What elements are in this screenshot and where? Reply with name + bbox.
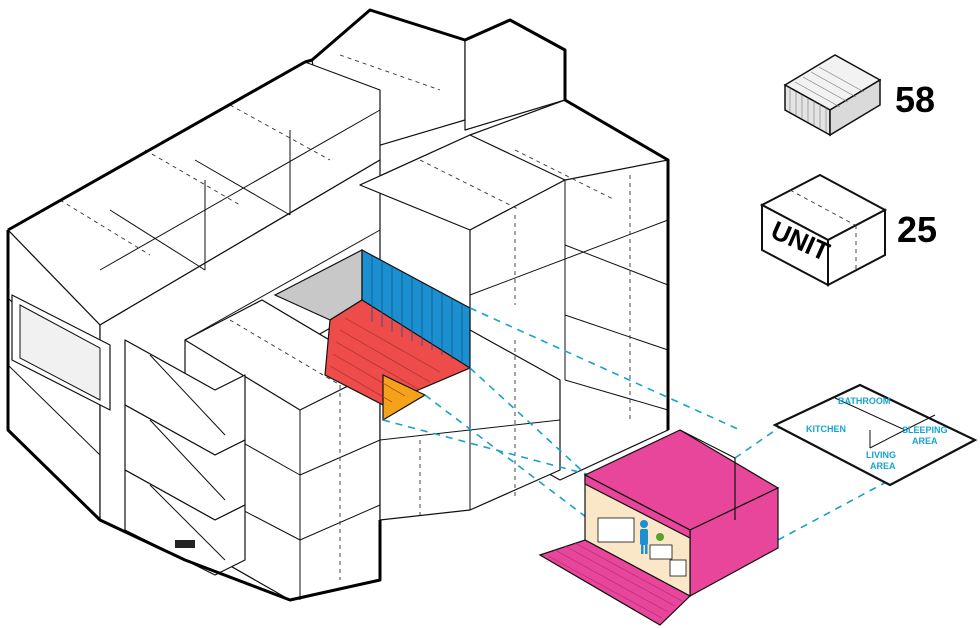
plant bbox=[656, 533, 664, 541]
person-icon bbox=[640, 520, 648, 554]
container-stack-building bbox=[6, 8, 670, 602]
unit-count: 25 bbox=[897, 209, 937, 250]
magenta-container-unit bbox=[538, 429, 780, 626]
module-yellow bbox=[382, 374, 427, 422]
highlighted-unit-modules bbox=[273, 248, 472, 422]
legend-unit: UNIT 25 bbox=[759, 173, 937, 287]
unit-floor-plan: BATHROOM KITCHEN SLEEPING AREA LIVING AR… bbox=[772, 383, 978, 487]
container-count: 58 bbox=[895, 79, 935, 120]
legend-container: 58 bbox=[783, 54, 935, 137]
room-bathroom: BATHROOM bbox=[838, 396, 890, 406]
room-living: LIVING bbox=[866, 450, 896, 460]
container-seams bbox=[59, 54, 631, 580]
module-red-ribs bbox=[329, 317, 441, 403]
room-living-area: AREA bbox=[870, 461, 896, 471]
table bbox=[669, 559, 687, 577]
building-outline-bottom bbox=[6, 230, 382, 602]
unit-beam bbox=[584, 474, 691, 539]
sofa bbox=[649, 544, 673, 560]
unit-door-ribs bbox=[547, 542, 683, 619]
kitchen-counter bbox=[597, 517, 635, 543]
floor-plan-outline bbox=[772, 383, 978, 487]
room-kitchen: KITCHEN bbox=[806, 424, 846, 434]
module-blue-ribs bbox=[371, 256, 463, 364]
room-sleeping-area: AREA bbox=[912, 436, 938, 446]
unit-box-icon: UNIT bbox=[759, 173, 888, 287]
shipping-container-icon bbox=[783, 54, 882, 137]
building-outline-top bbox=[7, 8, 670, 430]
window-recess-inner bbox=[19, 304, 101, 401]
module-red bbox=[324, 299, 472, 406]
exterior-stairs bbox=[124, 339, 246, 576]
room-sleeping: SLEEPING bbox=[902, 425, 948, 435]
